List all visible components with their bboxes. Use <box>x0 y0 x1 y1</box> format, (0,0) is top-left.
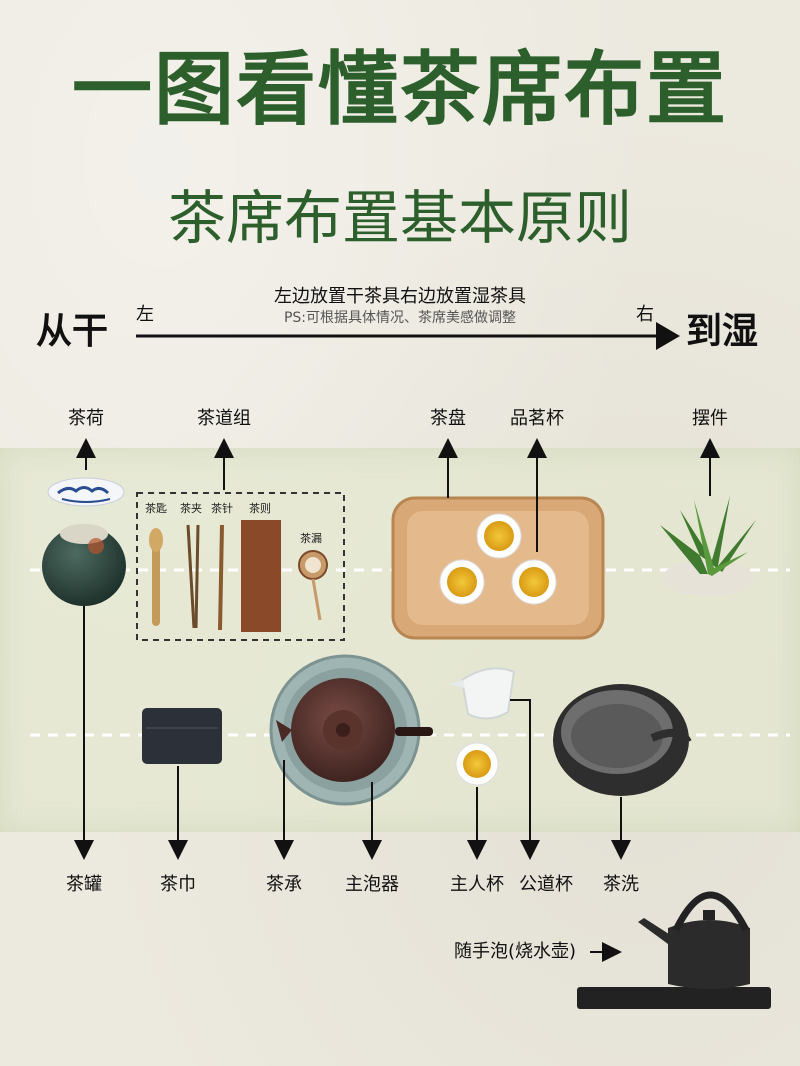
tool-label-chachi: 茶匙 <box>145 502 167 515</box>
chaxi-image <box>553 684 692 796</box>
chaguan-image <box>42 524 126 606</box>
tool-label-chajia: 茶夹 <box>180 502 202 515</box>
label-zhupaoqi: 主泡器 <box>345 874 399 895</box>
chadaozu-box <box>136 492 345 641</box>
chajin-image <box>142 708 222 764</box>
kettle-image <box>577 891 771 1009</box>
tool-label-chazhen: 茶针 <box>211 502 233 515</box>
label-chaguan: 茶罐 <box>66 874 102 895</box>
pinmingbei-cups <box>439 513 557 605</box>
label-pinmingbei: 品茗杯 <box>510 408 564 429</box>
axis-right-small: 右 <box>636 304 654 325</box>
zhupaoqi-teapot <box>276 678 433 782</box>
label-baijian: 摆件 <box>692 408 728 429</box>
baijian-plant <box>660 496 756 596</box>
label-zhurenbei: 主人杯 <box>450 874 504 895</box>
label-chacheng: 茶承 <box>266 874 302 895</box>
label-kettle: 随手泡(烧水壶) <box>453 941 577 962</box>
axis-note-text: PS:可根据具体情况、茶席美感做调整 <box>283 310 517 326</box>
label-gongdaobei: 公道杯 <box>519 874 573 895</box>
axis-rule-text: 左边放置干茶具右边放置湿茶具 <box>274 286 526 307</box>
label-chaxi: 茶洗 <box>603 874 639 895</box>
label-chajin: 茶巾 <box>160 874 196 895</box>
axis-right-label: 到湿 <box>686 311 759 352</box>
zhurenbei-cup <box>455 742 499 786</box>
tool-label-chalou: 茶漏 <box>300 532 322 545</box>
page-title: 一图看懂茶席布置 <box>72 43 728 136</box>
label-chahe: 茶荷 <box>68 408 104 429</box>
label-chapan: 茶盘 <box>430 408 466 429</box>
chahe-image <box>47 477 125 507</box>
leader-arrows <box>74 438 720 962</box>
axis-left-label: 从干 <box>36 311 109 352</box>
dry-to-wet-arrow <box>136 322 680 350</box>
label-chadaozu: 茶道组 <box>197 408 251 429</box>
gongdaobei-image <box>448 667 516 720</box>
page-subtitle: 茶席布置基本原则 <box>167 184 632 252</box>
axis-left-small: 左 <box>136 304 154 325</box>
tool-label-chaze: 茶则 <box>249 502 271 515</box>
